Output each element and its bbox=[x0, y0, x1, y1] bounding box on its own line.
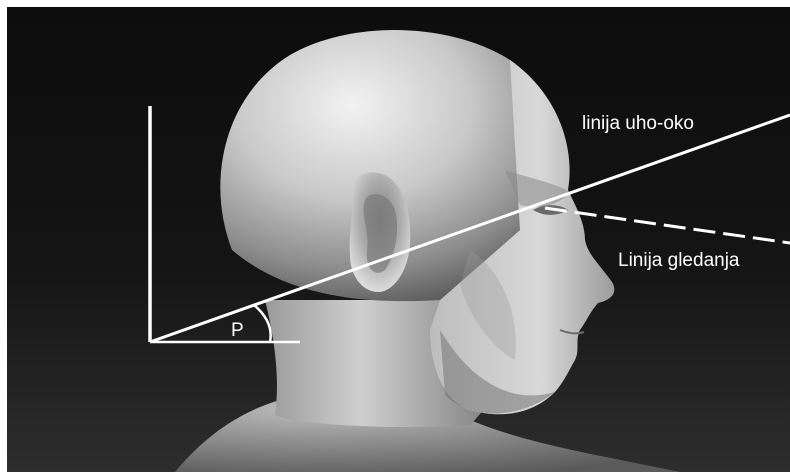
ear-eye-line-label: linija uho-oko bbox=[582, 113, 694, 134]
angle-label: P bbox=[231, 320, 244, 341]
gaze-line-label: Linija gledanja bbox=[618, 250, 740, 271]
